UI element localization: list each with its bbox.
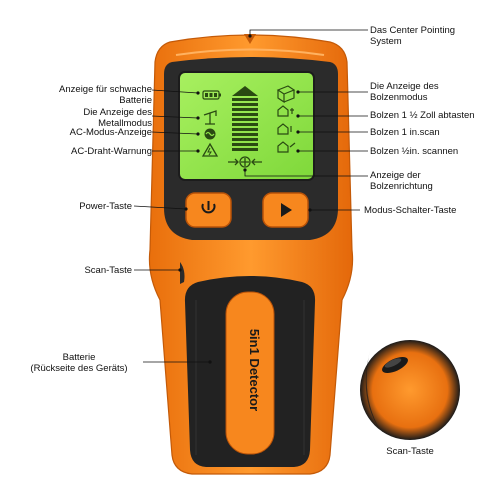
label-scan-button: Scan-Taste xyxy=(84,265,132,276)
label-center-pointing-text: Das Center Pointing System xyxy=(370,25,456,47)
label-stud-mode-text: Die Anzeige des Bolzenmodus xyxy=(370,81,439,103)
center-pointer-notch xyxy=(244,34,256,44)
label-scan-button-text: Scan-Taste xyxy=(84,265,132,276)
label-low-battery: Anzeige für schwache Batterie xyxy=(59,84,152,106)
label-low-battery-text: Anzeige für schwache Batterie xyxy=(59,84,152,106)
label-mode-button: Modus-Schalter-Taste xyxy=(364,205,456,216)
stud-half-icon xyxy=(277,141,296,153)
battery-icon xyxy=(202,90,221,100)
label-ac-wire-warning: AC-Draht-Warnung xyxy=(71,146,152,157)
label-stud-half: Bolzen ½in. scannen xyxy=(370,146,458,157)
label-stud-direction: Anzeige der Bolzenrichtung xyxy=(370,170,433,192)
label-power-button-text: Power-Taste xyxy=(79,201,132,212)
label-battery: Batterie (Rückseite des Geräts) xyxy=(16,352,142,374)
face-panel xyxy=(164,57,338,240)
stud-1-5-icon xyxy=(277,105,294,117)
signal-bar-graph xyxy=(232,86,258,151)
scan-button-detail xyxy=(360,340,460,440)
stud-mode-icon xyxy=(276,85,296,104)
play-icon xyxy=(281,203,292,217)
warning-icon xyxy=(201,142,219,157)
label-stud-mode: Die Anzeige des Bolzenmodus xyxy=(370,81,439,103)
label-scan-button-detail: Scan-Taste xyxy=(370,446,450,457)
label-stud-half-text: Bolzen ½in. scannen xyxy=(370,146,459,157)
label-ac-mode: AC-Modus-Anzeige xyxy=(70,127,152,138)
label-scan-button-detail-text: Scan-Taste xyxy=(386,446,434,457)
scan-button-side xyxy=(180,262,185,284)
label-stud-1-text: Bolzen 1 in.scan xyxy=(370,127,440,138)
power-icon xyxy=(201,201,216,214)
grip-text: 5in1 Detector xyxy=(247,329,262,411)
leader-lines xyxy=(133,29,368,363)
label-center-pointing: Das Center Pointing System xyxy=(370,25,455,47)
label-power-button: Power-Taste xyxy=(79,201,132,212)
mode-button xyxy=(262,192,309,228)
label-battery-text: Batterie (Rückseite des Geräts) xyxy=(30,352,128,374)
label-stud-1-5-text: Bolzen 1 ½ Zoll abtasten xyxy=(370,110,475,121)
power-button xyxy=(185,192,232,228)
label-metal-mode-text: Die Anzeige des Metallmodus xyxy=(83,107,152,129)
label-ac-mode-text: AC-Modus-Anzeige xyxy=(69,127,152,138)
label-stud-1-5: Bolzen 1 ½ Zoll abtasten xyxy=(370,110,475,121)
label-ac-wire-warning-text: AC-Draht-Warnung xyxy=(71,146,152,157)
grip-texture xyxy=(195,300,305,455)
label-metal-mode: Die Anzeige des Metallmodus xyxy=(83,107,152,129)
label-stud-1: Bolzen 1 in.scan xyxy=(370,127,440,138)
ac-icon xyxy=(204,128,216,140)
label-stud-direction-text: Anzeige der Bolzenrichtung xyxy=(370,170,433,192)
stud-1-icon xyxy=(277,123,292,135)
grip-panel xyxy=(184,276,316,467)
grip-label-plate xyxy=(225,291,275,455)
detector-body xyxy=(148,34,354,475)
lcd-screen xyxy=(178,71,315,181)
label-mode-button-text: Modus-Schalter-Taste xyxy=(364,205,457,216)
stud-direction-indicator xyxy=(228,156,262,168)
metal-icon xyxy=(203,110,217,125)
